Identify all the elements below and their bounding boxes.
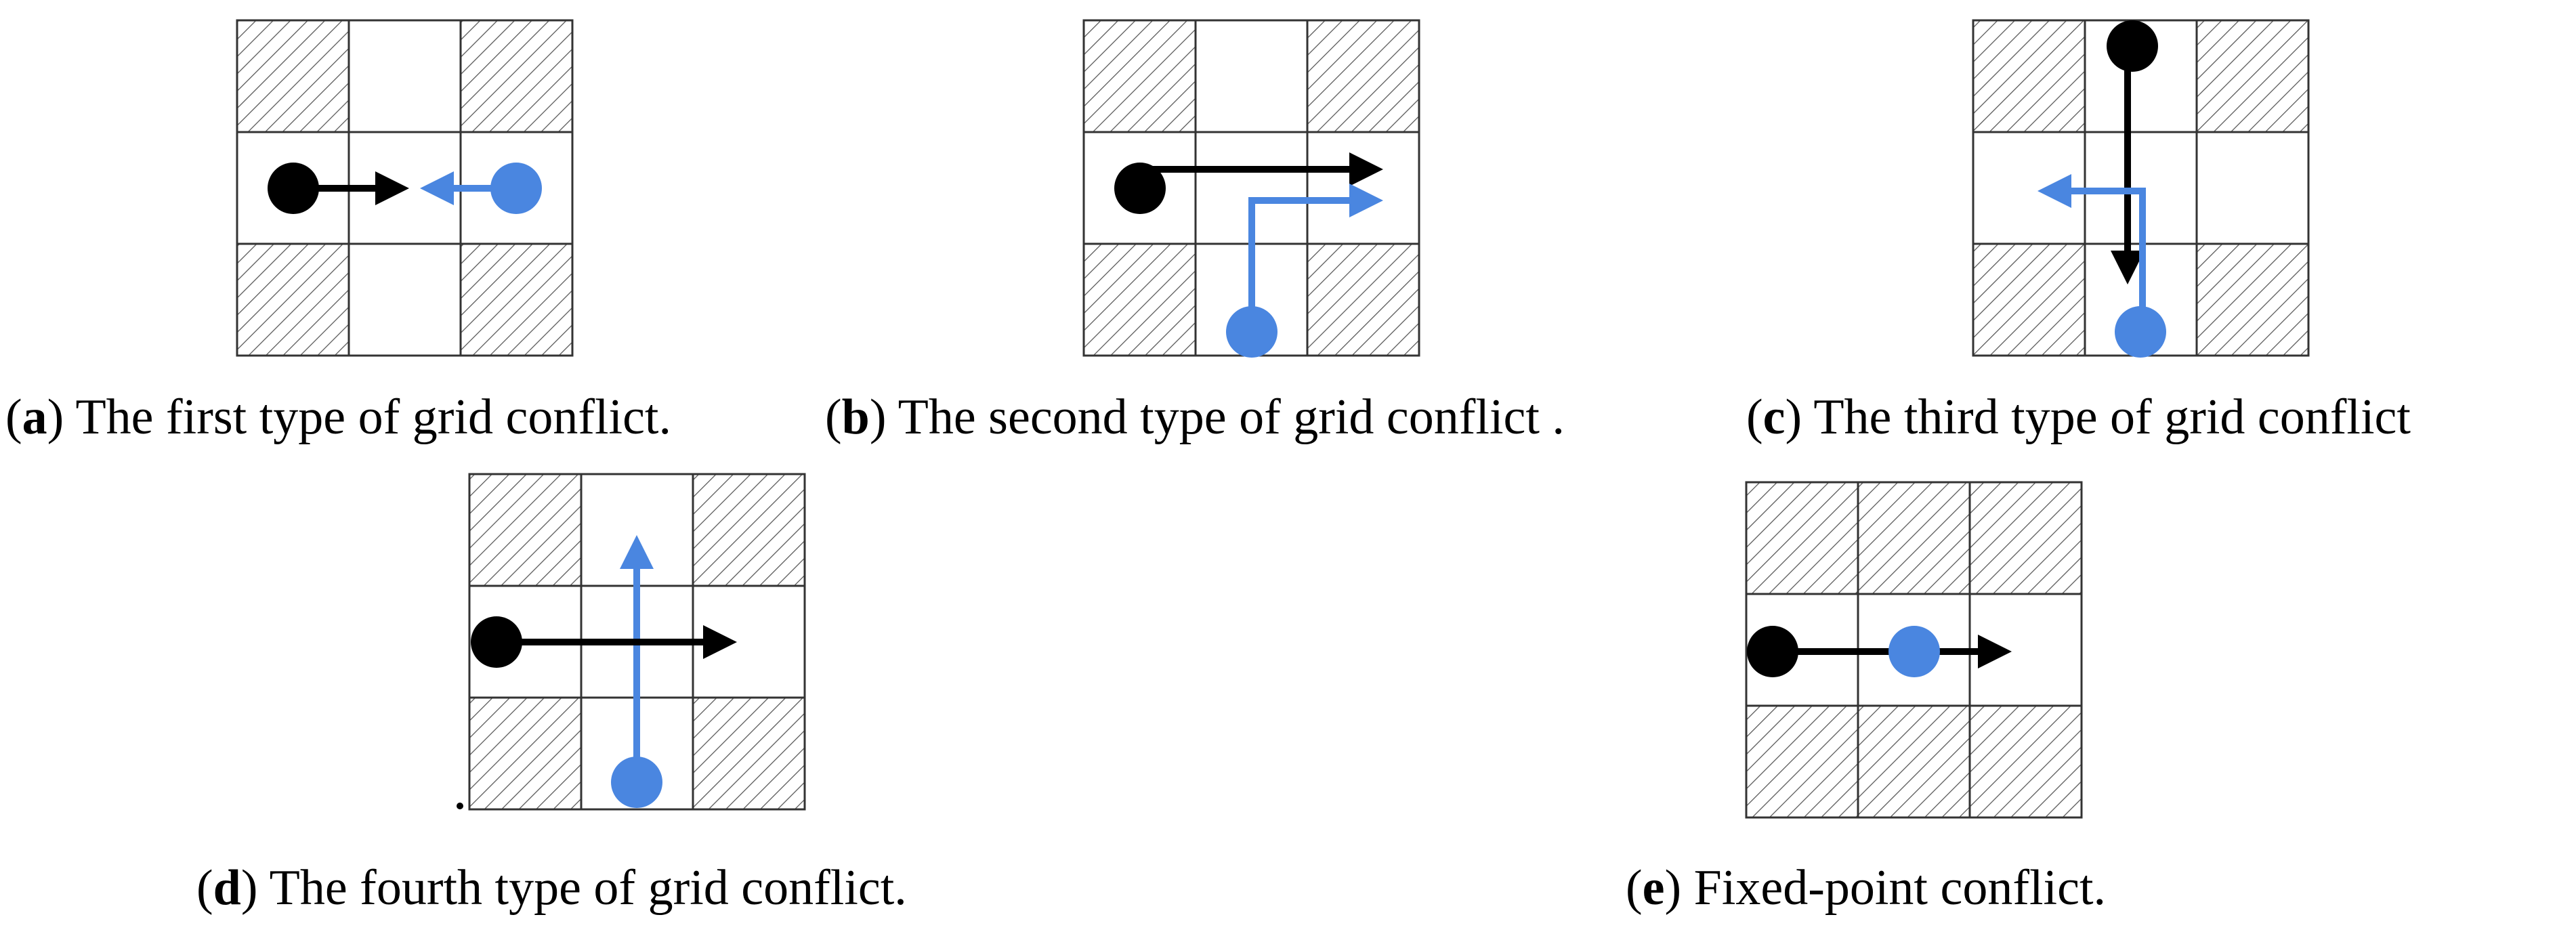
black-agent [471,616,522,668]
panel-e [1745,481,2083,819]
caption-b: (b) The second type of grid conflict . [825,389,1565,445]
free-cell [347,19,462,133]
grid-a [236,19,574,357]
obstacle-cell [1972,19,2086,133]
black-agent [268,163,319,214]
obstacle-cell [692,696,806,811]
black-agent [1747,626,1798,677]
grid-e [1745,481,2083,819]
free-cell [2195,131,2310,245]
caption-c: (c) The third type of grid conflict [1746,389,2411,445]
obstacle-cell [1972,242,2086,357]
obstacle-cell [1745,481,1859,595]
caption-e: (e) Fixed-point conflict. [1626,860,2106,916]
blue-agent [490,163,542,214]
stray-dot [457,803,463,809]
obstacle-cell [1745,704,1859,819]
black-agent [2107,20,2158,72]
obstacle-cell [236,242,350,357]
free-cell [347,242,462,357]
blue-agent [611,757,662,808]
obstacle-cell [1968,704,2083,819]
panel-d [457,473,806,811]
obstacle-cell [1306,242,1420,357]
obstacle-cell [459,242,574,357]
obstacle-cell [468,696,583,811]
blue-agent [1226,306,1278,358]
blue-agent-path [1248,184,1383,332]
obstacle-cell [692,473,806,587]
free-cell [1306,131,1420,245]
free-cell [1194,19,1309,133]
obstacle-cell [1082,19,1197,133]
blue-agent [2115,306,2166,358]
caption-a: (a) The first type of grid conflict. [5,389,671,445]
obstacle-cell [468,473,583,587]
blue-agent-path [2037,174,2146,332]
obstacle-cell [2195,242,2310,357]
panel-a [236,19,574,357]
panel-c [1972,19,2310,358]
paths-c [2037,20,2166,358]
blue-agent [1888,626,1940,677]
obstacle-cell [1968,481,2083,595]
grid-b [1082,19,1420,357]
obstacle-cell [1082,242,1197,357]
obstacle-cell [459,19,574,133]
panel-b [1082,19,1420,358]
obstacle-cell [1857,704,1971,819]
obstacle-cell [1306,19,1420,133]
paths-a [268,163,542,214]
obstacle-cell [2195,19,2310,133]
paths-e [1747,626,2012,677]
obstacle-cell [1857,481,1971,595]
paths-b [1114,152,1383,358]
paths-d [457,535,737,809]
black-agent [1114,163,1166,214]
obstacle-cell [236,19,350,133]
caption-d: (d) The fourth type of grid conflict. [196,860,907,916]
